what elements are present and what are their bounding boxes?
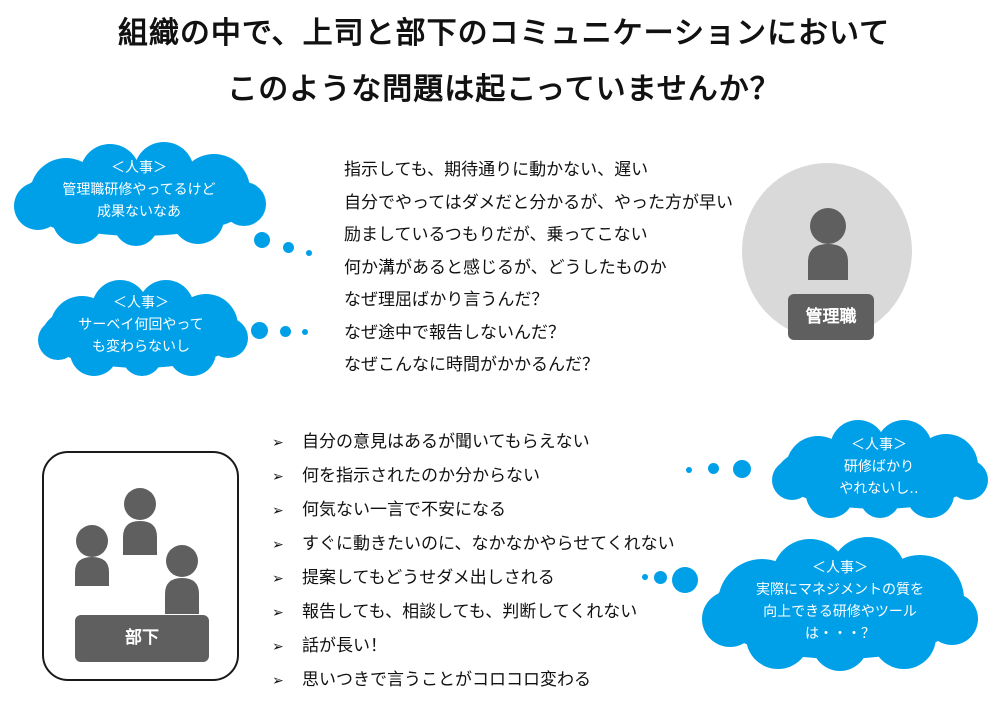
thought-dot <box>654 571 667 584</box>
subordinate-issue: ➢ 報告しても、相談しても、判断してくれない <box>272 596 675 630</box>
person-icon <box>165 545 199 614</box>
person-icon <box>808 208 848 280</box>
cloud-text: 研修ばかり <box>843 459 915 475</box>
person-icon <box>75 525 109 586</box>
arrow-bullet-icon: ➢ <box>272 503 284 519</box>
manager-issue: 励ましているつもりだが、乗ってこない <box>344 225 648 245</box>
subordinate-issue-text: 報告しても、相談しても、判断してくれない <box>302 602 638 622</box>
subordinate-issue: ➢ 思いつきで言うことがコロコロ変わる <box>272 664 675 698</box>
subordinate-issue: ➢ 自分の意見はあるが聞いてもらえない <box>272 426 675 460</box>
manager-issue: 指示しても、期待通りに動かない、遅い <box>344 160 649 180</box>
subordinate-issue: ➢ すぐに動きたいのに、なかなかやらせてくれない <box>272 528 675 562</box>
manager-issue: なぜこんなに時間がかかるんだ？ <box>344 355 599 375</box>
cloud-heading: ＜人事＞ <box>851 437 907 453</box>
arrow-bullet-icon: ➢ <box>272 469 284 485</box>
arrow-bullet-icon: ➢ <box>272 435 284 451</box>
cloud-text: 管理職研修やってるけど <box>62 182 216 198</box>
person-icon <box>123 488 157 555</box>
thought-dot <box>686 467 692 473</box>
cloud-heading: ＜人事＞ <box>812 560 868 576</box>
cloud-text: も変わらないし <box>92 339 190 355</box>
manager-issue: 何か溝があると感じるが、どうしたものか <box>344 257 667 278</box>
manager-issue: なぜ途中で報告しないんだ？ <box>344 322 565 343</box>
arrow-bullet-icon: ➢ <box>272 605 284 621</box>
cloud-heading: ＜人事＞ <box>111 160 167 176</box>
thought-dot <box>642 574 648 580</box>
thought-dot <box>280 326 291 337</box>
hr-cloud-1: ＜人事＞ 管理職研修やってるけど 成果ないなあ <box>8 140 270 248</box>
subordinate-issue: ➢ 話が長い！ <box>272 630 675 664</box>
subordinate-issue: ➢ 何を指示されたのか分からない <box>272 460 675 494</box>
thought-dot <box>708 463 719 474</box>
subordinate-issue: ➢ 提案してもどうせダメ出しされる <box>272 562 675 596</box>
hr-cloud-2: ＜人事＞ サーベイ何回やって も変わらないし <box>30 278 252 378</box>
cloud-shape-icon <box>14 142 266 246</box>
cloud-shape-icon <box>702 537 978 671</box>
cloud-text: 成果ないなあ <box>97 204 181 220</box>
cloud-heading: ＜人事＞ <box>113 295 169 311</box>
subordinate-issue: ➢ 何気ない一言で不安になる <box>272 494 675 528</box>
subordinate-issue-text: 自分の意見はあるが聞いてもらえない <box>302 432 590 452</box>
manager-issue-list: 指示しても、期待通りに動かない、遅い 自分でやってはダメだと分かるが、やった方が… <box>344 154 733 382</box>
thought-dot <box>254 232 270 248</box>
hr-cloud-4: ＜人事＞ 実際にマネジメントの質を 向上できる研修やツール は・・・？ <box>698 535 982 675</box>
subordinate-issue-text: 提案してもどうせダメ出しされる <box>302 568 555 588</box>
thought-dot <box>283 242 294 253</box>
cloud-shape-icon <box>772 420 988 518</box>
subordinate-issue-text: すぐに動きたいのに、なかなかやらせてくれない <box>302 534 675 554</box>
arrow-bullet-icon: ➢ <box>272 673 284 689</box>
thought-dot <box>672 567 698 593</box>
page-title-line1: 組織の中で、上司と部下のコミュニケーションにおいて <box>117 16 891 51</box>
thought-dot <box>251 322 268 339</box>
thought-dot <box>306 250 312 256</box>
hr-cloud-3: ＜人事＞ 研修ばかり やれないし‥ <box>764 418 994 520</box>
cloud-text: サーベイ何回やって <box>78 317 204 333</box>
subordinate-issue-text: 話が長い！ <box>302 636 387 656</box>
cloud-text: やれないし‥ <box>839 481 919 497</box>
cloud-text: 実際にマネジメントの質を <box>756 582 924 598</box>
subordinate-issue-text: 何気ない一言で不安になる <box>302 500 506 520</box>
subordinate-issue-text: 何を指示されたのか分からない <box>302 466 540 486</box>
subordinate-badge: 部下 <box>75 615 209 662</box>
manager-badge: 管理職 <box>788 294 874 340</box>
manager-issue: なぜ理屈ばかり言うんだ？ <box>344 290 549 310</box>
arrow-bullet-icon: ➢ <box>272 639 284 655</box>
cloud-shape-icon <box>38 280 248 376</box>
arrow-bullet-icon: ➢ <box>272 571 284 587</box>
page-title-line2: このような問題は起こっていませんか？ <box>227 72 781 107</box>
subordinate-issue-list: ➢ 自分の意見はあるが聞いてもらえない ➢ 何を指示されたのか分からない ➢ 何気ない… <box>272 426 675 698</box>
cloud-text: は・・・？ <box>805 626 875 642</box>
arrow-bullet-icon: ➢ <box>272 537 284 553</box>
cloud-text: 向上できる研修やツール <box>763 604 917 620</box>
thought-dot <box>302 329 308 335</box>
thought-dot <box>733 460 751 478</box>
subordinate-issue-text: 思いつきで言うことがコロコロ変わる <box>302 670 591 690</box>
manager-issue: 自分でやってはダメだと分かるが、やった方が早い <box>344 192 733 213</box>
